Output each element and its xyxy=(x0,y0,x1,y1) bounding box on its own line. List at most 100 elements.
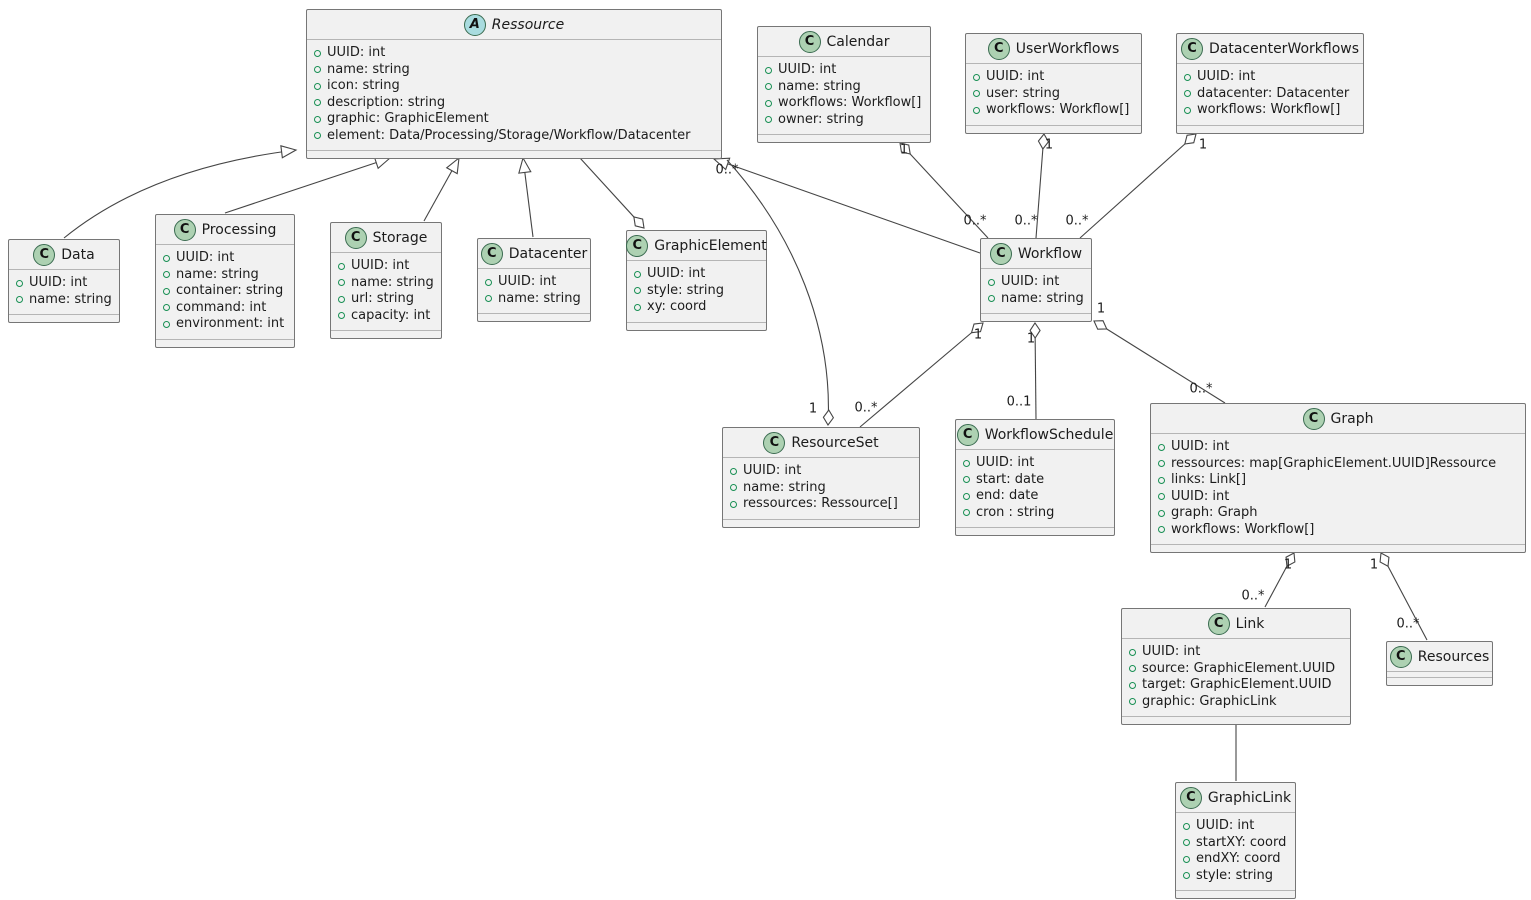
attribute-text: url: string xyxy=(351,291,415,306)
aggregation-graph-link xyxy=(1264,552,1296,608)
methods-compartment-empty xyxy=(1177,126,1363,133)
field-icon xyxy=(730,467,737,475)
class-name: Workflow xyxy=(1017,245,1083,262)
multiplicity-label: 0..* xyxy=(1396,616,1420,632)
extension-storage-ressource xyxy=(423,156,460,222)
attribute-text: target: GraphicElement.UUID xyxy=(1142,677,1332,692)
methods-compartment-empty xyxy=(723,520,919,527)
attributes: UUID: int style: string xy: coord xyxy=(627,261,766,323)
attribute-text: UUID: int xyxy=(743,463,802,478)
attribute: cron : string xyxy=(963,505,1107,522)
attribute-text: graph: Graph xyxy=(1171,505,1258,520)
methods-compartment-empty xyxy=(1122,717,1350,724)
class-name: Link xyxy=(1235,615,1265,632)
class-header: C Calendar xyxy=(758,27,930,57)
attributes: UUID: int name: string workflows: Workfl… xyxy=(758,57,930,135)
attribute: graphic: GraphicLink xyxy=(1129,694,1343,711)
class-storage: C Storage UUID: int name: string url: st… xyxy=(330,222,442,339)
class-name: Calendar xyxy=(826,33,890,50)
attribute-text: workflows: Workflow[] xyxy=(778,95,922,110)
field-icon xyxy=(963,459,970,467)
class-header: C Data xyxy=(9,240,119,270)
attribute: command: int xyxy=(163,300,287,317)
attribute: UUID: int xyxy=(485,274,583,291)
attribute: owner: string xyxy=(765,112,923,129)
class-data: C Data UUID: int name: string xyxy=(8,239,120,323)
attribute-text: UUID: int xyxy=(29,275,88,290)
attribute-text: UUID: int xyxy=(1197,69,1256,84)
attribute-text: ressources: Ressource[] xyxy=(743,496,898,511)
attribute-text: name: string xyxy=(29,291,112,307)
field-icon xyxy=(314,82,321,90)
attribute: UUID: int xyxy=(730,463,912,480)
field-icon xyxy=(1184,90,1191,98)
attribute-text: cron : string xyxy=(976,504,1055,520)
attributes: UUID: int source: GraphicElement.UUID ta… xyxy=(1122,639,1350,717)
attribute: user: string xyxy=(973,86,1134,103)
methods-compartment-empty xyxy=(331,331,441,338)
field-icon xyxy=(314,49,321,57)
attribute-text: start: date xyxy=(976,471,1045,487)
multiplicity-label: 0..* xyxy=(1065,213,1089,229)
multiplicity-label: 0..* xyxy=(1014,213,1038,229)
attribute: element: Data/Processing/Storage/Workflo… xyxy=(314,128,714,145)
attribute-text: UUID: int xyxy=(176,250,235,265)
field-icon xyxy=(1183,872,1190,880)
attribute: name: string xyxy=(730,480,912,497)
attribute: UUID: int xyxy=(1183,818,1288,835)
attribute: end: date xyxy=(963,488,1107,505)
class-name: DatacenterWorkflows xyxy=(1208,40,1360,57)
field-icon xyxy=(1184,73,1191,81)
class-name: WorkflowSchedule xyxy=(984,426,1114,443)
class-name: Storage xyxy=(372,229,428,246)
class-datacenterworkflows: C DatacenterWorkflows UUID: int datacent… xyxy=(1176,33,1364,134)
field-icon xyxy=(1158,509,1165,517)
methods-compartment-empty xyxy=(956,528,1114,535)
class-workflow: C Workflow UUID: int name: string xyxy=(980,238,1092,322)
class-header: C UserWorkflows xyxy=(966,34,1141,64)
attributes: UUID: int user: string workflows: Workfl… xyxy=(966,64,1141,126)
extension-datacenter-ressource xyxy=(518,156,534,238)
attribute: UUID: int xyxy=(1129,644,1343,661)
attribute-text: links: Link[] xyxy=(1171,472,1247,487)
field-icon xyxy=(314,99,321,107)
attribute: UUID: int xyxy=(338,258,434,275)
field-icon xyxy=(1129,698,1136,706)
class-resourceset: C ResourceSet UUID: int name: string res… xyxy=(722,427,920,528)
attribute-text: command: int xyxy=(176,299,267,315)
field-icon xyxy=(634,287,641,295)
class-header: C WorkflowSchedule xyxy=(956,420,1114,450)
class-header: C Graph xyxy=(1151,404,1525,434)
class-icon: C xyxy=(1179,786,1202,809)
class-graphiclink: C GraphicLink UUID: int startXY: coord e… xyxy=(1175,782,1296,899)
attributes: UUID: int name: string xyxy=(478,269,590,314)
attribute-text: xy: coord xyxy=(647,299,707,314)
attribute: name: string xyxy=(988,291,1084,308)
field-icon xyxy=(1158,443,1165,451)
attribute: capacity: int xyxy=(338,308,434,325)
attributes: UUID: int start: date end: date cron : s… xyxy=(956,450,1114,528)
class-graphicelement: C GraphicElement UUID: int style: string… xyxy=(626,230,767,331)
field-icon xyxy=(765,66,772,74)
attribute-text: name: string xyxy=(743,479,826,495)
class-userworkflows: C UserWorkflows UUID: int user: string w… xyxy=(965,33,1142,134)
attributes: UUID: int startXY: coord endXY: coord st… xyxy=(1176,813,1295,891)
attributes: UUID: int name: string url: string capac… xyxy=(331,253,441,331)
attribute-text: UUID: int xyxy=(1142,644,1201,659)
attributes: UUID: int name: string icon: string desc… xyxy=(307,40,721,151)
class-link: C Link UUID: int source: GraphicElement.… xyxy=(1121,608,1351,725)
attribute: ressources: map[GraphicElement.UUID]Ress… xyxy=(1158,456,1518,473)
field-icon xyxy=(765,116,772,124)
aggregation-ressource-graphicelement xyxy=(579,157,645,229)
attributes: UUID: int name: string container: string… xyxy=(156,245,294,340)
class-icon: C xyxy=(173,218,196,241)
field-icon xyxy=(485,295,492,303)
class-header: C Processing xyxy=(156,215,294,245)
methods-compartment-empty xyxy=(627,323,766,330)
field-icon xyxy=(314,115,321,123)
field-icon xyxy=(16,279,23,287)
attribute: source: GraphicElement.UUID xyxy=(1129,661,1343,678)
methods-compartment-empty xyxy=(981,314,1091,321)
class-name: GraphicElement xyxy=(654,237,767,254)
